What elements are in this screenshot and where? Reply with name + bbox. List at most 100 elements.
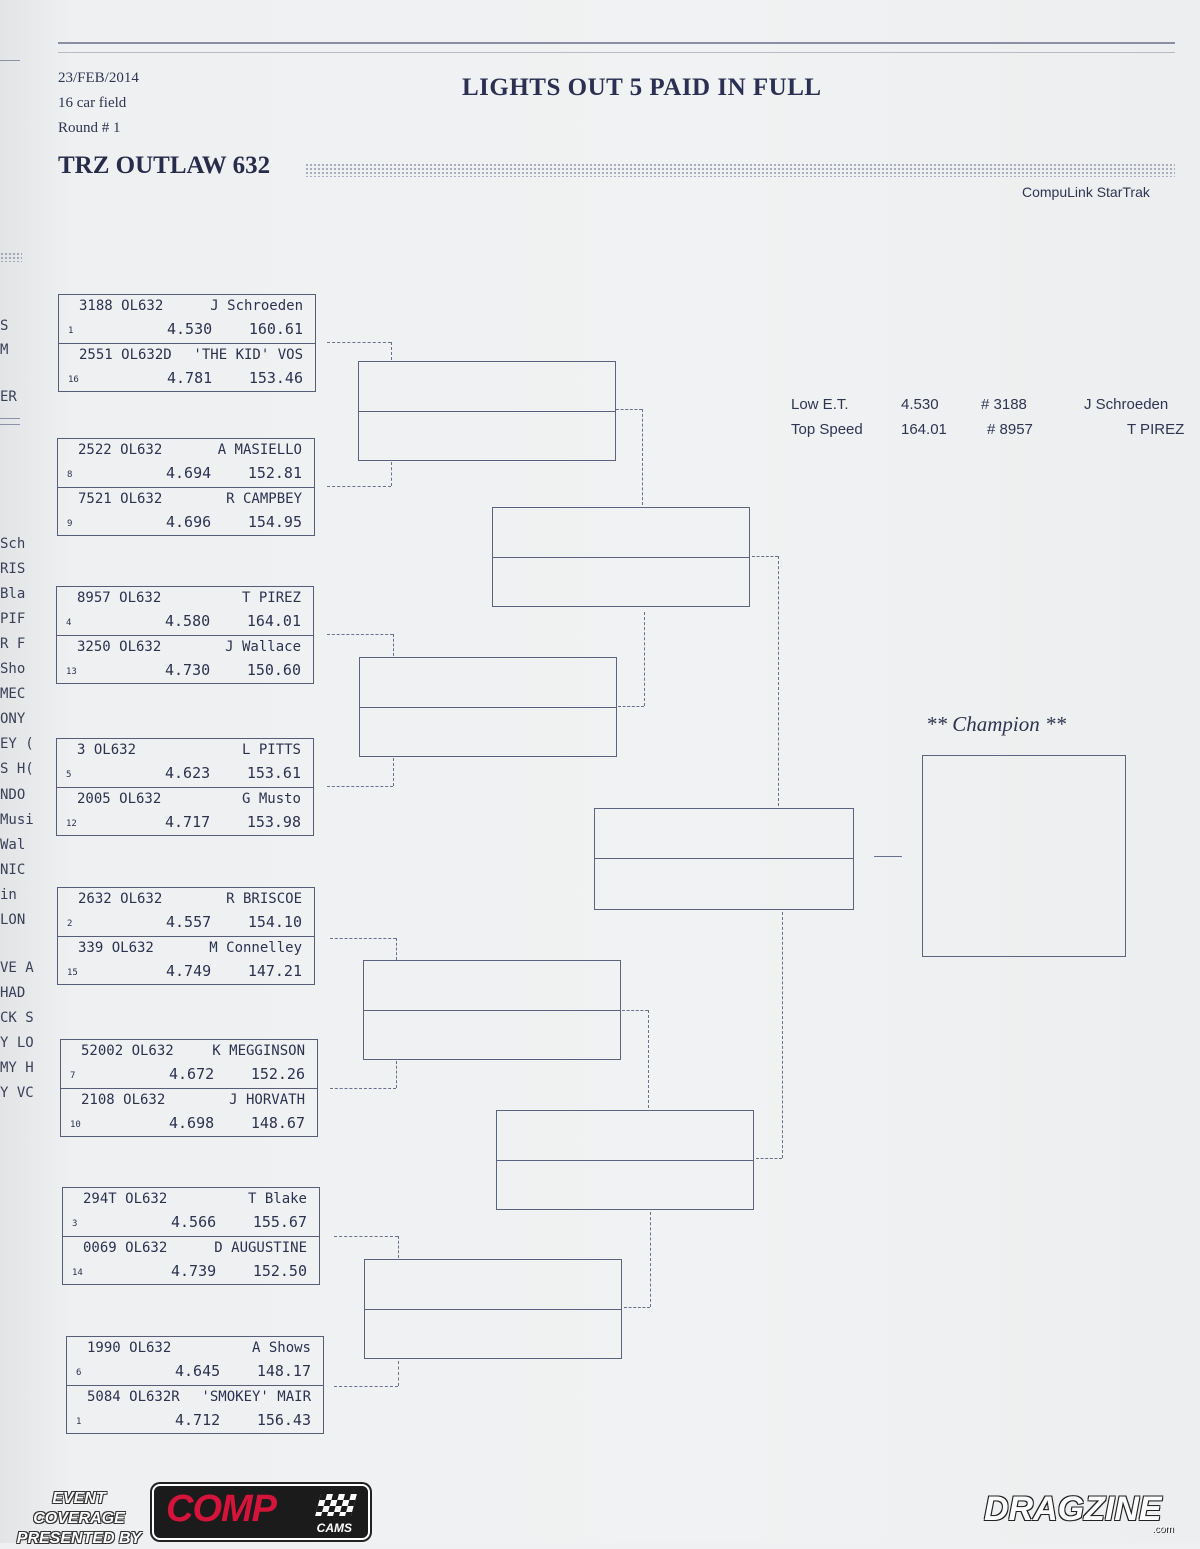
connector-line <box>334 1386 398 1387</box>
lane-entry: 2108 OL632 J HORVATH 10 4.698 148.67 <box>61 1088 317 1136</box>
driver-name: D AUGUSTINE <box>214 1240 307 1256</box>
connector-line <box>396 1061 397 1088</box>
connector-line <box>327 786 393 787</box>
left-edge-text: CK S <box>0 1010 34 1026</box>
left-edge-dots <box>0 252 22 262</box>
event-title: LIGHTS OUT 5 PAID IN FULL <box>462 74 822 101</box>
elapsed-time: 4.694 <box>166 464 212 482</box>
elapsed-time: 4.781 <box>167 369 213 387</box>
site-logo-suffix: .com <box>1152 1524 1174 1535</box>
car-number: 5084 OL632R <box>87 1389 180 1405</box>
connector-line <box>782 912 783 1158</box>
connector-line <box>618 706 644 707</box>
trap-speed: 152.26 <box>250 1065 305 1083</box>
driver-name: K MEGGINSON <box>212 1043 305 1059</box>
car-number: 7521 OL632 <box>78 491 163 507</box>
trap-speed: 152.81 <box>247 464 302 482</box>
car-number: 3188 OL632 <box>79 298 164 314</box>
low-et-value: 4.530 <box>901 396 939 413</box>
left-edge-text: EY ( <box>0 736 34 752</box>
lane-entry: 2551 OL632D 'THE KID' VOS 16 4.781 153.4… <box>59 343 315 391</box>
seed-number: 16 <box>68 375 79 385</box>
round1-pair-7: 294T OL632 T Blake 3 4.566 155.67 0069 O… <box>62 1187 320 1285</box>
sponsor-logo-subtext: CAMS <box>316 1521 352 1535</box>
lane-entry: 3188 OL632 J Schroeden 1 4.530 160.61 <box>59 295 315 343</box>
lane-entry: 294T OL632 T Blake 3 4.566 155.67 <box>63 1188 319 1236</box>
car-number: 2632 OL632 <box>78 891 163 907</box>
seed-number: 3 <box>72 1219 78 1229</box>
round1-pair-3: 8957 OL632 T PIREZ 4 4.580 164.01 3250 O… <box>56 586 314 684</box>
driver-name: J HORVATH <box>229 1092 305 1108</box>
seed-number: 8 <box>67 470 73 480</box>
event-date: 23/FEB/2014 <box>58 70 139 86</box>
event-meta: 23/FEB/2014 16 car field Round # 1 <box>58 66 139 141</box>
dotted-bar <box>305 163 1175 177</box>
top-speed-driver: T PIREZ <box>1127 421 1185 438</box>
car-number: 3 OL632 <box>77 742 137 758</box>
connector-line <box>874 856 902 857</box>
seed-number: 9 <box>67 519 73 529</box>
car-number: 2522 OL632 <box>78 442 163 458</box>
lane-entry: 5084 OL632R 'SMOKEY' MAIR 1 4.712 156.43 <box>67 1385 323 1433</box>
connector-line <box>398 1361 399 1386</box>
round1-pair-4: 3 OL632 L PITTS 5 4.623 153.61 2005 OL63… <box>56 738 314 836</box>
sponsor-logo: COMP CAMS <box>152 1484 370 1540</box>
left-edge-text: Musi <box>0 812 34 828</box>
elapsed-time: 4.739 <box>171 1262 217 1280</box>
driver-name: 'SMOKEY' MAIR <box>201 1389 311 1405</box>
left-edge-text: MEC <box>0 686 26 702</box>
site-logo: DRAGZINE <box>984 1490 1162 1528</box>
champion-label: ** Champion ** <box>926 712 1067 736</box>
trap-speed: 154.10 <box>247 913 302 931</box>
connector-line <box>396 938 397 960</box>
left-edge-text: MY H <box>0 1060 34 1076</box>
connector-line <box>648 1010 649 1108</box>
driver-name: L PITTS <box>241 742 301 758</box>
round1-pair-5: 2632 OL632 R BRISCOE 2 4.557 154.10 339 … <box>57 887 315 985</box>
car-number: 2108 OL632 <box>81 1092 166 1108</box>
connector-line <box>644 612 645 706</box>
round1-pair-6: 52002 OL632 K MEGGINSON 7 4.672 152.26 2… <box>60 1039 318 1137</box>
trap-speed: 147.21 <box>247 962 302 980</box>
seed-number: 12 <box>66 819 77 829</box>
event-coverage-watermark: EVENT COVERAGE PRESENTED BY <box>12 1489 146 1549</box>
driver-name: J Wallace <box>225 639 301 655</box>
seed-number: 4 <box>66 618 72 628</box>
connector-line <box>756 1158 782 1159</box>
left-edge-text: S <box>0 318 9 334</box>
seed-number: 6 <box>76 1368 82 1378</box>
driver-name: G Musto <box>241 791 301 807</box>
trap-speed: 160.61 <box>248 320 303 338</box>
connector-line <box>391 342 392 360</box>
seed-number: 1 <box>76 1417 82 1427</box>
left-edge-rule <box>0 424 20 425</box>
driver-name: T PIREZ <box>241 590 301 606</box>
connector-line <box>752 556 778 557</box>
trap-speed: 153.61 <box>246 764 301 782</box>
left-edge-text: R F <box>0 636 26 652</box>
watermark-line: EVENT COVERAGE <box>33 1490 125 1527</box>
car-field: 16 car field <box>58 95 127 111</box>
connector-line <box>327 486 391 487</box>
seed-number: 14 <box>72 1268 83 1278</box>
round2-box-1 <box>358 361 616 461</box>
left-edge-text: Wal <box>0 837 26 853</box>
left-edge-text: S H( <box>0 761 34 777</box>
left-edge-text: Bla <box>0 586 26 602</box>
round2-box-4 <box>364 1259 622 1359</box>
car-number: 0069 OL632 <box>83 1240 168 1256</box>
round2-box-2 <box>359 657 617 757</box>
driver-name: J Schroeden <box>210 298 303 314</box>
low-et-driver: J Schroeden <box>1084 396 1169 413</box>
seed-number: 5 <box>66 770 72 780</box>
elapsed-time: 4.712 <box>175 1411 221 1429</box>
left-edge-text: M <box>0 342 9 358</box>
lane-entry: 3250 OL632 J Wallace 13 4.730 150.60 <box>57 635 313 683</box>
left-edge-text: NDO <box>0 787 26 803</box>
left-edge-text: Y VC <box>0 1085 34 1101</box>
car-number: 3250 OL632 <box>77 639 162 655</box>
driver-name: R CAMPBEY <box>226 491 302 507</box>
round-number: Round # 1 <box>58 120 121 136</box>
watermark-line: PRESENTED BY <box>16 1530 142 1547</box>
top-rule <box>58 42 1175 53</box>
